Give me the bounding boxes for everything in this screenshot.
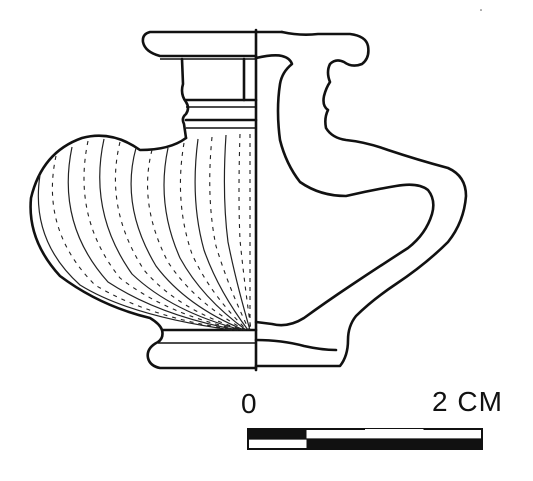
scale-segment-3 (365, 429, 424, 439)
base-exterior (146, 328, 258, 370)
body-outline (29, 134, 258, 332)
scale-segment-1 (248, 429, 307, 439)
rib-decoration (37, 133, 252, 331)
vessel-section-view (254, 30, 468, 368)
scale-segment-2 (306, 439, 365, 449)
scale-segment-4 (365, 439, 482, 449)
section-inner-wall (254, 54, 435, 327)
neck-profile (180, 57, 190, 140)
scale-end-label: 2 CM (432, 386, 503, 417)
scale-start-label: 0 (241, 388, 257, 419)
section-profile (254, 30, 468, 368)
paper-speck (480, 9, 482, 11)
vessel-exterior-view (29, 30, 258, 370)
scale-bar (247, 428, 483, 450)
base-section (254, 338, 338, 352)
rim-exterior (141, 30, 258, 58)
